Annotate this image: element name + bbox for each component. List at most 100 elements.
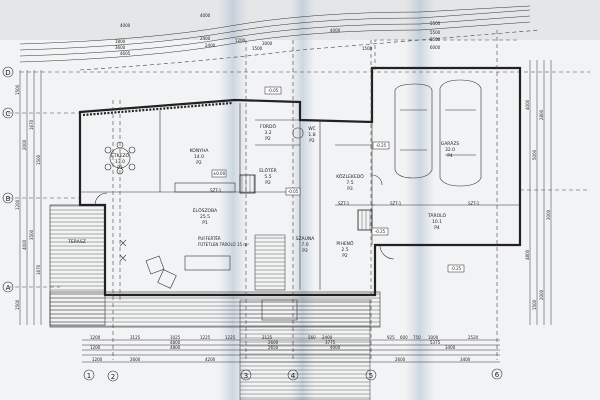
grid-axis-letters: A B C D: [2, 66, 14, 293]
drawing-text: 1.8: [308, 132, 315, 138]
dimension-text: 2000: [22, 139, 27, 150]
note-text: SZT-1: [390, 201, 402, 206]
entrance-landing: [261, 299, 298, 321]
drawing-text: 1000: [428, 335, 439, 340]
drawing-text: KÖZLEKEDŐ: [336, 173, 364, 180]
dimension-text: 1500: [252, 46, 263, 51]
level-text: -0.05: [268, 88, 279, 93]
drawing-text: P4: [434, 225, 440, 231]
dimension-text: 3600: [115, 45, 126, 50]
drawing-text: 4800: [170, 345, 181, 350]
dimension-text: 1200: [15, 199, 20, 210]
drawing-text: P2: [196, 160, 202, 166]
dimension-text: 4000: [200, 13, 211, 18]
dimension-text: 4000: [120, 23, 131, 28]
drawing-text: 5375: [430, 340, 441, 345]
drawing-text: 5.5: [264, 174, 271, 180]
drawing-text: 1200: [90, 345, 101, 350]
armchair: [145, 255, 165, 275]
sofa: [184, 255, 231, 271]
dimension-text: 4000: [22, 239, 27, 250]
room-wc: WC1.8P2: [308, 126, 316, 144]
dimension-text: 3000: [546, 209, 551, 220]
building-walls: [78, 30, 522, 360]
kitchen-counter: [174, 182, 236, 193]
drawing-text: 4800: [170, 340, 181, 345]
drawing-text: 2600: [395, 357, 406, 362]
drawing-text: 7.5: [346, 180, 353, 186]
drawing-text: P2: [265, 180, 271, 186]
axis-label: B: [6, 195, 11, 203]
drawing-text: 32.0: [445, 147, 455, 153]
note-text: SZT-1: [338, 201, 350, 206]
notes: PUFFERTÉR FŰTETLEN TÁROLÓ 15 m² SZT-1 SZ…: [198, 188, 480, 247]
axis-label: 4: [291, 372, 296, 380]
dimension-text: 1670: [29, 119, 34, 130]
dimension-text: 3000: [262, 41, 273, 46]
drawing-text: ÉTKEZŐ: [111, 151, 129, 159]
drawing-text: SZAUNA: [296, 236, 316, 242]
dimension-text: 4000: [525, 99, 530, 110]
dimension-text: 4000: [330, 28, 341, 33]
drawing-text: ELŐTÉR: [259, 166, 277, 174]
drawing-text: P4: [447, 153, 453, 159]
drawing-text: P3: [302, 248, 308, 254]
bottom-dimension-lines: [82, 339, 500, 363]
drawing-text: P2: [265, 136, 271, 142]
armchair: [157, 269, 177, 289]
drawing-text: 14.0: [194, 154, 204, 160]
axis-label: A: [6, 284, 11, 292]
axis-label: C: [6, 110, 11, 118]
drawing-text: 3125: [130, 335, 141, 340]
drawing-text: 1200: [90, 335, 101, 340]
drawing-text: 2650: [268, 345, 279, 350]
drawing-text: 2600: [130, 357, 141, 362]
drawing-text: 3.2: [264, 130, 271, 136]
left-dimension-texts: 1500 2000 1670 1500 1200 4000 3500 1670 …: [15, 84, 41, 310]
drawing-text: 2125: [262, 335, 273, 340]
dimension-text: 1200: [235, 38, 246, 43]
drawing-text: 2400: [322, 335, 333, 340]
axis-label: D: [5, 69, 10, 77]
drawing-text: TÁROLÓ: [427, 212, 446, 219]
drawing-text: TERASZ: [67, 239, 86, 245]
drawing-text: ÉLŐSZOBA: [193, 206, 218, 214]
furniture: [94, 79, 482, 321]
dimension-text: 1800: [115, 39, 126, 44]
grid-axis-numbers: 1 2 3 4 5 6: [83, 368, 503, 382]
drawing-text: 3400: [445, 345, 456, 350]
drawing-text: 600: [400, 335, 408, 340]
drawing-text: WC: [308, 126, 316, 132]
note-text: PUFFERTÉR: [198, 236, 221, 241]
dimension-text: 5500: [430, 21, 441, 26]
level-text: ±0.00: [213, 171, 226, 176]
door-swing: [94, 192, 108, 206]
toilet: [292, 127, 304, 139]
drawing-text: PIHENŐ: [336, 240, 354, 247]
drawing-text: 1225: [200, 335, 211, 340]
right-dimension-texts: 4000 5000 2800 3000 4800 1500 2000: [525, 99, 551, 310]
axis-label: 5: [369, 372, 373, 380]
drawing-text: 4000: [330, 345, 341, 350]
drawing-text: GARÁZS: [441, 140, 460, 147]
axis-label: 2: [111, 373, 115, 381]
axis-label: 6: [495, 371, 500, 379]
dimension-text: 5500: [430, 30, 441, 35]
drawing-text: P3: [347, 186, 353, 192]
drawing-text: FÜRDŐ: [260, 123, 276, 130]
level-text: -0.05: [288, 189, 299, 194]
room-terrace: TERASZ: [67, 239, 86, 245]
axis-label: 3: [244, 372, 248, 380]
dimension-text: 1670: [36, 264, 41, 275]
paper-fold: [405, 0, 435, 400]
level-text: -0.25: [376, 143, 387, 148]
